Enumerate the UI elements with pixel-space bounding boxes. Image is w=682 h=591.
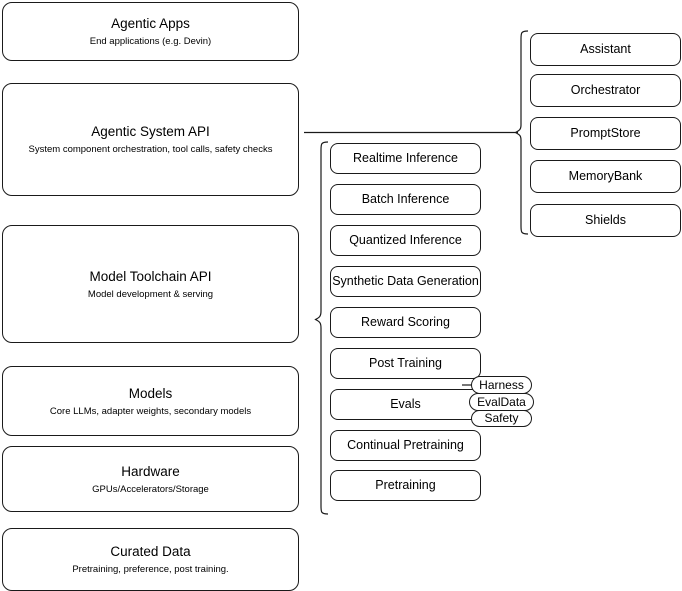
layer-title: Agentic System API <box>91 124 210 139</box>
layer-title: Models <box>128 385 173 401</box>
layer-subtitle: System component orchestration, tool cal… <box>28 144 273 155</box>
component-memorybank[interactable]: MemoryBank <box>530 160 681 193</box>
layer-title: Curated Data <box>110 544 191 559</box>
eval-pill-safety[interactable]: Safety <box>471 410 532 427</box>
layer-subtitle: Pretraining, preference, post training. <box>72 564 229 575</box>
service-evals[interactable]: Evals <box>330 389 481 420</box>
layer-subtitle: End applications (e.g. Devin) <box>89 36 212 47</box>
component-orchestrator[interactable]: Orchestrator <box>530 74 681 107</box>
layer-models[interactable]: Models Core LLMs, adapter weights, secon… <box>2 366 299 436</box>
layer-agentic-system-api[interactable]: Agentic System API System component orch… <box>2 83 299 196</box>
layer-agentic-apps[interactable]: Agentic Apps End applications (e.g. Devi… <box>2 2 299 61</box>
service-label: Batch Inference <box>361 192 450 206</box>
service-continual-pretraining[interactable]: Continual Pretraining <box>330 430 481 461</box>
eval-pill-harness[interactable]: Harness <box>471 376 532 394</box>
service-label: Realtime Inference <box>353 151 458 165</box>
layer-hardware[interactable]: Hardware GPUs/Accelerators/Storage <box>2 446 299 512</box>
component-label: Orchestrator <box>570 83 641 97</box>
service-label: Reward Scoring <box>361 315 450 329</box>
layer-subtitle: GPUs/Accelerators/Storage <box>92 483 209 495</box>
component-assistant[interactable]: Assistant <box>530 33 681 66</box>
service-label: Synthetic Data Generation <box>332 274 479 288</box>
eval-pill-evaldata[interactable]: EvalData <box>469 393 534 411</box>
component-shields[interactable]: Shields <box>530 204 681 237</box>
layer-subtitle: Model development & serving <box>87 288 214 300</box>
service-pretraining[interactable]: Pretraining <box>330 470 481 501</box>
component-promptstore[interactable]: PromptStore <box>530 117 681 150</box>
layer-curated-data[interactable]: Curated Data Pretraining, preference, po… <box>2 528 299 591</box>
service-label: Quantized Inference <box>349 233 462 247</box>
service-label: Post Training <box>369 356 442 370</box>
service-label: Evals <box>390 397 421 411</box>
layer-title: Hardware <box>121 463 180 479</box>
service-label: Pretraining <box>375 478 436 492</box>
component-label: PromptStore <box>570 126 641 140</box>
service-label: Continual Pretraining <box>347 438 464 452</box>
layer-subtitle: Core LLMs, adapter weights, secondary mo… <box>49 405 252 417</box>
layer-model-toolchain-api[interactable]: Model Toolchain API Model development & … <box>2 225 299 343</box>
brace-toolchain-services <box>314 141 329 515</box>
layer-title: Model Toolchain API <box>89 268 212 284</box>
service-realtime-inference[interactable]: Realtime Inference <box>330 143 481 174</box>
component-label: Assistant <box>580 42 631 56</box>
service-batch-inference[interactable]: Batch Inference <box>330 184 481 215</box>
component-label: MemoryBank <box>568 169 643 183</box>
service-quantized-inference[interactable]: Quantized Inference <box>330 225 481 256</box>
service-reward-scoring[interactable]: Reward Scoring <box>330 307 481 338</box>
component-label: Shields <box>585 213 626 227</box>
service-synthetic-data-generation[interactable]: Synthetic Data Generation <box>330 266 481 297</box>
layer-title: Agentic Apps <box>111 16 190 31</box>
brace-system-components <box>514 30 529 235</box>
service-post-training[interactable]: Post Training <box>330 348 481 379</box>
